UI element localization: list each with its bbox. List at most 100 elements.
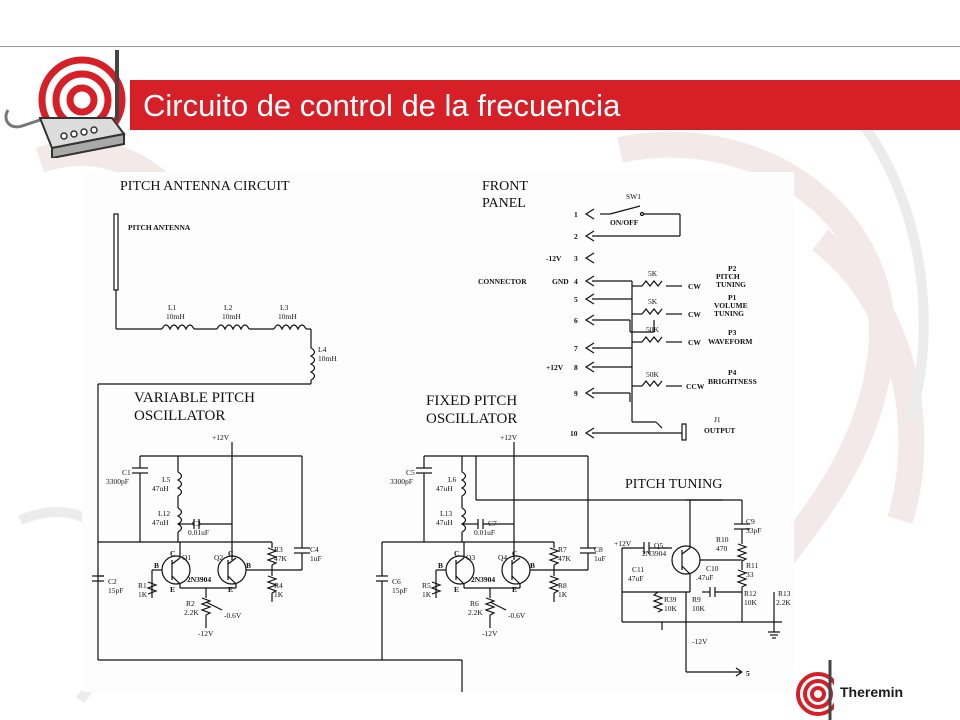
pot-p4 (641, 380, 663, 387)
c8-label: C8 (594, 545, 603, 554)
l4-value: 10mH (318, 354, 337, 363)
l6-label: L6 (448, 475, 457, 484)
c1-value: 3300pF (106, 477, 129, 486)
l5-label: L5 (162, 475, 171, 484)
c7-label: C7 (488, 519, 497, 528)
r4-value: 1K (274, 590, 284, 599)
pin-10-label: 10 (570, 429, 578, 438)
connector-label: CONNECTOR (478, 277, 527, 286)
p1-label: P1 (728, 293, 737, 302)
r2-label: R2 (186, 599, 195, 608)
output-label: OUTPUT (704, 426, 735, 435)
p3-label: P3 (728, 328, 737, 337)
p4-name: BRIGHTNESS (708, 377, 757, 386)
r13-label: R13 (778, 589, 791, 598)
c3-value: 0.01uF (188, 528, 209, 537)
fixed-oscillator-circuit (376, 442, 722, 660)
c5-label: C5 (406, 468, 415, 477)
connector-pin-arrows (584, 208, 595, 439)
l12-value: 47uH (152, 518, 169, 527)
r12-value: 10K (744, 598, 758, 607)
r11-label: R11 (746, 561, 758, 570)
r10-value: 470 (716, 544, 728, 553)
pot-p2-value: 5K (648, 269, 658, 278)
q5-value: 2N3904 (642, 549, 666, 558)
cw-label-1: CW (688, 282, 701, 291)
p4-label: P4 (728, 368, 737, 377)
router-logo-icon (4, 50, 126, 158)
q3-label: Q3 (466, 553, 475, 562)
inductor-l1 (161, 324, 195, 331)
l3-value: 10mH (278, 312, 297, 321)
l1-value: 10mH (166, 312, 185, 321)
c2-label: C2 (108, 577, 117, 586)
l13-label: L13 (440, 509, 452, 518)
heading-variable-oscillator-2: OSCILLATOR (134, 408, 225, 424)
r13-value: 2.2K (776, 598, 791, 607)
c4-label: C4 (310, 545, 319, 554)
r2-value: 2.2K (184, 608, 199, 617)
r39-label: R39 (664, 595, 677, 604)
j1-label: J1 (714, 415, 721, 424)
var-minus-06v-label: -0.6V (224, 611, 242, 620)
q4-emitter-label: E (512, 585, 517, 594)
r8-label: R8 (558, 581, 567, 590)
inductor-l4 (309, 347, 316, 381)
pot-p3 (641, 336, 663, 343)
pin-5-label: 5 (574, 295, 578, 304)
l13-value: 47uH (436, 518, 453, 527)
r8-value: 1K (558, 590, 568, 599)
pin-6-label: 6 (574, 316, 578, 325)
c6-label: C6 (392, 577, 401, 586)
l3-label: L3 (280, 303, 289, 312)
l2-value: 10mH (222, 312, 241, 321)
c1-label: C1 (122, 468, 131, 477)
r4-label: R4 (274, 581, 283, 590)
r5-value: 1K (422, 590, 432, 599)
r1-value: 1K (138, 590, 148, 599)
l12-label: L12 (158, 509, 170, 518)
heading-fixed-oscillator-2: OSCILLATOR (426, 411, 517, 427)
gnd-label: GND (552, 277, 569, 286)
r6-label: R6 (470, 599, 479, 608)
c10-label: C10 (706, 564, 719, 573)
q3-base-label: B (438, 561, 443, 570)
pot-p1 (641, 308, 663, 315)
pin-7-label: 7 (574, 344, 578, 353)
c10-value: .47uF (696, 573, 713, 582)
header-divider (0, 46, 960, 47)
c5-value: 3300pF (390, 477, 413, 486)
var-minus-12v-label: -12V (198, 629, 214, 638)
pin-8-label: 8 (574, 363, 578, 372)
r10-label: R10 (716, 535, 729, 544)
c9-label: C9 (746, 517, 755, 526)
cw-label-3: CW (688, 338, 701, 347)
onoff-label: ON/OFF (610, 218, 639, 227)
pin-9-label: 9 (574, 389, 578, 398)
c8-value: 1uF (594, 554, 606, 563)
heading-variable-oscillator-1: VARIABLE PITCH (134, 390, 255, 406)
cw-label-2: CW (688, 310, 701, 319)
tune-minus-12v-label: -12V (692, 637, 708, 646)
ccw-label: CCW (686, 382, 705, 391)
r5-label: R5 (422, 581, 431, 590)
q2-label: Q2 (214, 553, 223, 562)
footer-label: Theremin (840, 684, 904, 700)
heading-pitch-tuning: PITCH TUNING (625, 477, 722, 492)
pot-p2 (641, 280, 663, 287)
q1-label: Q1 (182, 553, 191, 562)
p2-name-1: PITCH (716, 272, 740, 281)
slide-title: Circuito de control de la frecuencia (143, 88, 621, 123)
pot-p4-value: 50K (646, 370, 660, 379)
plus-12v-label: +12V (546, 363, 564, 372)
minus-12v-label: -12V (546, 254, 562, 263)
p2-name-2: TUNING (716, 280, 746, 289)
footer-logo-icon (796, 660, 834, 720)
output-jack (681, 423, 687, 441)
q2-base-label: B (246, 561, 251, 570)
c3-label: C3 (192, 519, 201, 528)
var-plus-12v-label: +12V (212, 433, 230, 442)
heading-front-panel-2: PANEL (482, 196, 526, 211)
q3-collector-label: C (454, 549, 459, 558)
r6-value: 2.2K (468, 608, 483, 617)
